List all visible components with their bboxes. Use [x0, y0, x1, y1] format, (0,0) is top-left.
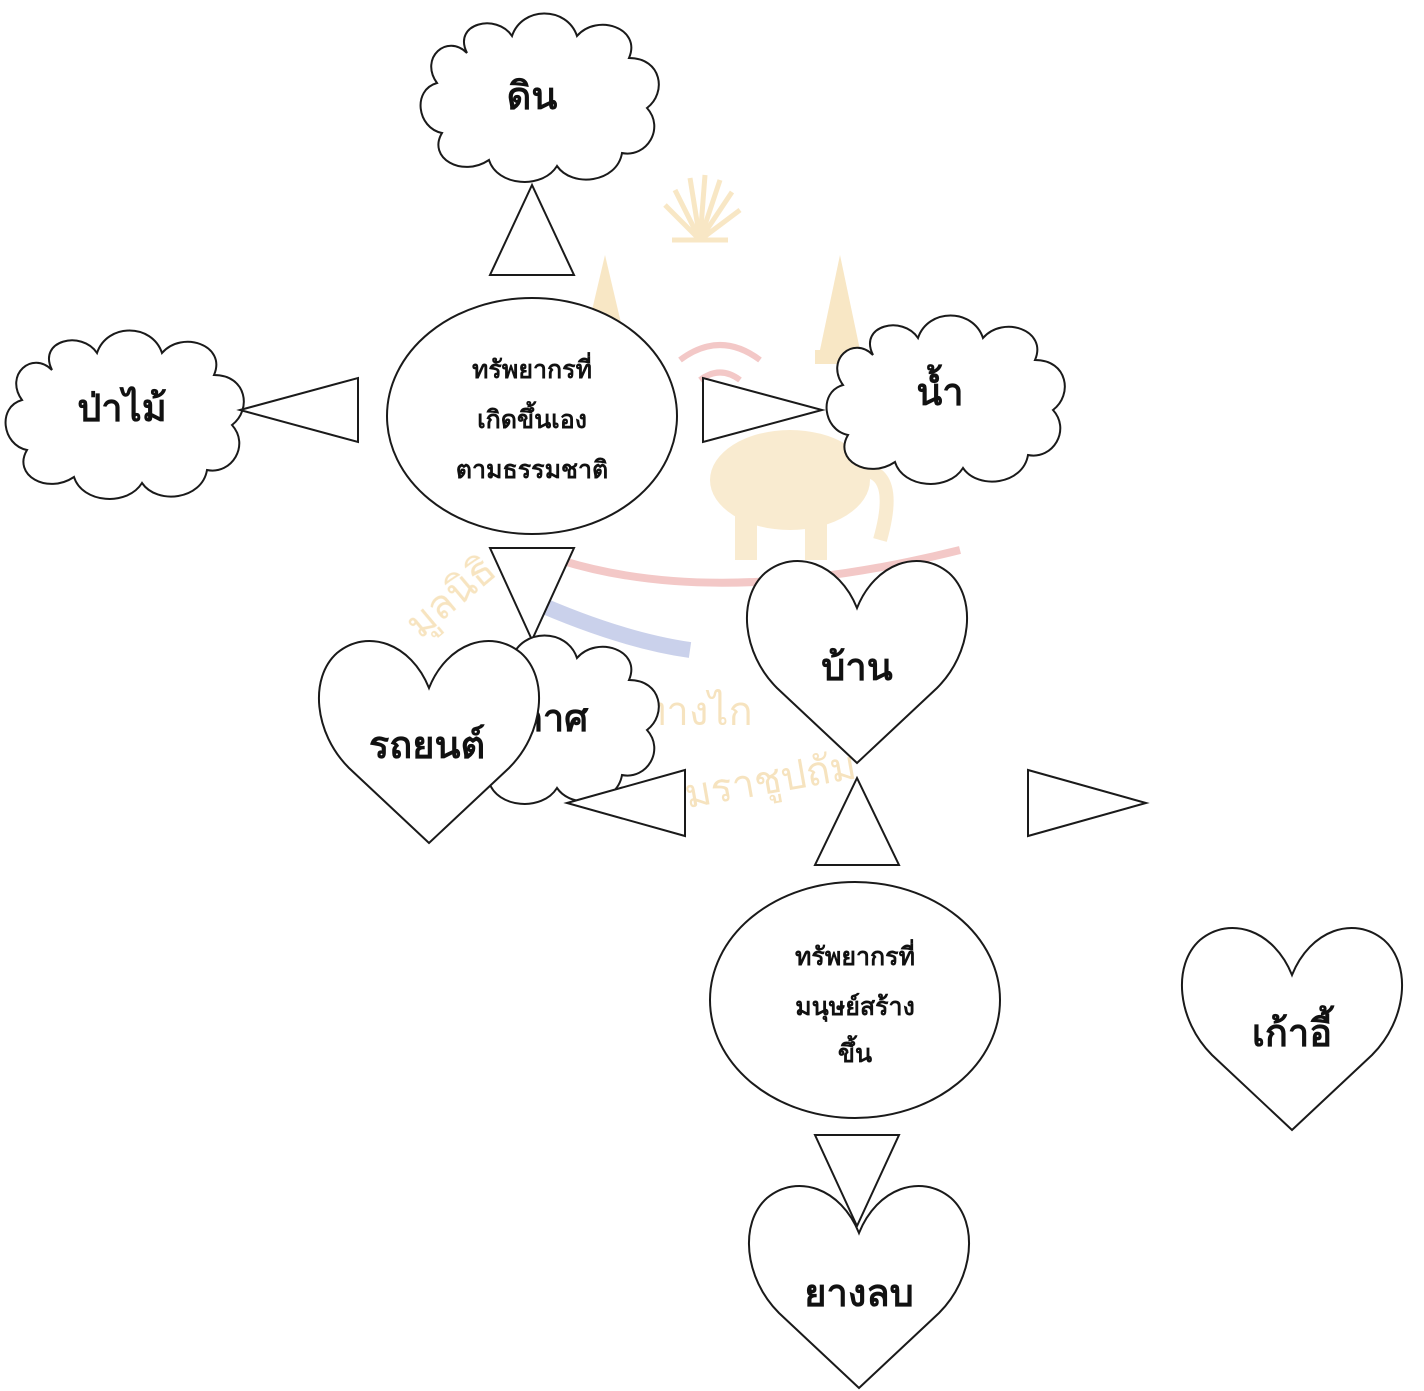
crown-icon — [678, 342, 762, 383]
arrow-to-top — [488, 182, 576, 276]
center-manmade-ellipse — [709, 881, 1001, 1119]
label-natural-left: ป่าไม้ — [77, 386, 167, 430]
center-natural-line-3: ตามธรรมชาติ — [456, 455, 609, 484]
arrow-to-manmade-left — [563, 768, 686, 838]
label-manmade-top: บ้าน — [821, 645, 892, 689]
heart-bottom: ยางลบ — [747, 1184, 971, 1389]
heart-top: บ้าน — [745, 559, 969, 764]
center-manmade-line-3: ขึ้น — [838, 1034, 872, 1068]
center-natural-ellipse — [386, 297, 678, 535]
arrow-to-right — [702, 376, 826, 444]
sunburst-icon — [663, 174, 742, 243]
arrow-to-left — [236, 376, 359, 444]
ribbon-icon — [526, 592, 692, 658]
center-manmade-line-2: มนุษย์สร้าง — [795, 992, 915, 1023]
center-natural-line-2: เกิดขึ้นเอง — [477, 400, 587, 434]
heart-right: เก้าอี้ — [1180, 926, 1404, 1131]
heart-left: รถยนต์ — [317, 639, 541, 844]
label-natural-right: น้ำ — [916, 364, 963, 414]
cloud-top: ดิน — [419, 12, 660, 183]
arrow-to-manmade-right — [1027, 768, 1150, 838]
center-manmade-line-1: ทรัพยากรที่ — [795, 939, 915, 971]
label-manmade-right: เก้าอี้ — [1252, 1005, 1335, 1055]
arrow-to-bottom — [488, 547, 576, 643]
cloud-right: น้ำ — [825, 314, 1066, 485]
label-manmade-left: รถยนต์ — [369, 723, 485, 767]
watermark-text-left: มูลนิธิ — [397, 546, 505, 647]
cloud-left: ป่าไม้ — [4, 329, 245, 500]
label-manmade-bottom: ยางลบ — [804, 1271, 914, 1315]
elephant-icon — [710, 430, 894, 560]
arrow-to-manmade-top — [813, 775, 901, 866]
arrow-to-manmade-bottom — [813, 1134, 901, 1229]
label-natural-top: ดิน — [507, 74, 558, 118]
center-natural-line-1: ทรัพยากรที่ — [472, 352, 592, 384]
